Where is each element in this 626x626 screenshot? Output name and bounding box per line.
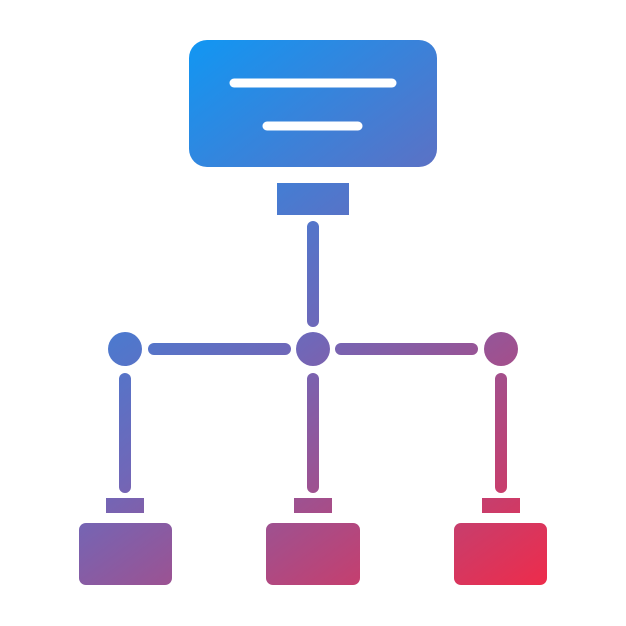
junction-node-right [484,332,518,366]
child-connector-left [106,498,144,513]
drop-line-center [307,373,319,493]
drop-line-right [495,373,507,493]
child-node-box-right [454,523,547,585]
branch-line-left [148,343,291,355]
child-connector-center [294,498,332,513]
trunk-line [307,221,319,327]
child-node-box-center [266,523,360,585]
child-node-box-left [79,523,172,585]
junction-node-center [296,332,330,366]
branch-line-right [335,343,478,355]
child-connector-right [482,498,520,513]
top-node-connector [277,183,349,215]
drop-line-left [119,373,131,493]
top-node-box [189,40,437,167]
junction-node-left [108,332,142,366]
